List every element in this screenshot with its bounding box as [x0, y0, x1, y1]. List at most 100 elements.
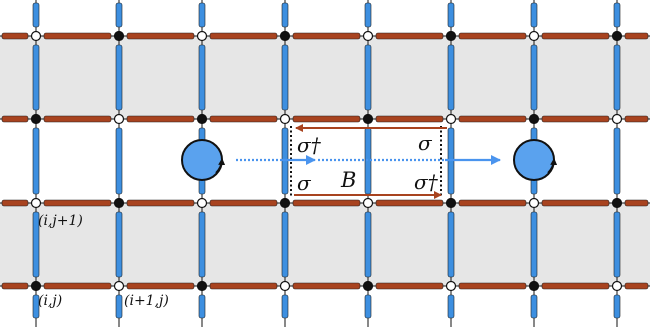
vertical-bond — [613, 2, 621, 28]
site-open — [196, 197, 208, 209]
site-open — [445, 113, 457, 125]
site-open — [611, 280, 623, 292]
vertical-bond — [530, 294, 538, 319]
vertical-bond — [115, 211, 123, 278]
horizontal-bond — [209, 282, 278, 290]
horizontal-bond — [375, 32, 444, 40]
horizontal-bond — [624, 282, 649, 290]
sigma-dagger-top-left: σ† — [297, 133, 322, 157]
horizontal-bond — [541, 115, 610, 123]
site-filled — [279, 197, 291, 209]
vertical-bond — [198, 211, 206, 278]
horizontal-bond — [1, 199, 29, 207]
vertical-bond — [447, 294, 455, 319]
circular-arrow-icon — [547, 158, 558, 174]
site-filled — [528, 113, 540, 125]
vertical-bond — [530, 2, 538, 28]
site-open — [611, 113, 623, 125]
horizontal-bond — [624, 32, 649, 40]
vertical-bonds — [32, 2, 621, 319]
horizontal-bond — [1, 32, 29, 40]
horizontal-bond — [458, 282, 527, 290]
horizontal-bond — [375, 282, 444, 290]
vertical-bond — [198, 2, 206, 28]
site-filled — [196, 113, 208, 125]
site-open — [528, 197, 540, 209]
b-field-label: B — [340, 168, 356, 192]
vertical-bond — [613, 294, 621, 319]
horizontal-bond — [209, 115, 278, 123]
site-open — [113, 113, 125, 125]
left-vortex — [181, 139, 226, 181]
horizontal-bond — [126, 32, 195, 40]
horizontal-bond — [375, 115, 444, 123]
vertical-bond — [364, 294, 372, 319]
horizontal-bond — [43, 199, 112, 207]
shaded-band-top — [0, 36, 650, 119]
site-filled — [528, 280, 540, 292]
horizontal-bond — [541, 32, 610, 40]
vertical-bond — [364, 211, 372, 278]
vertical-bond — [115, 127, 123, 195]
site-filled — [113, 30, 125, 42]
vertical-bond — [198, 44, 206, 111]
vertical-bond — [115, 2, 123, 28]
vertical-bond — [281, 2, 289, 28]
horizontal-bond — [375, 199, 444, 207]
horizontal-bond — [458, 199, 527, 207]
right-vortex — [513, 139, 558, 181]
horizontal-bond — [292, 115, 361, 123]
vertical-bond — [115, 44, 123, 111]
site-open — [362, 197, 374, 209]
vertical-bond — [115, 294, 123, 319]
horizontal-bond — [43, 115, 112, 123]
site-filled — [445, 197, 457, 209]
horizontal-bond — [541, 282, 610, 290]
vertical-bond — [613, 211, 621, 278]
horizontal-bond — [292, 199, 361, 207]
horizontal-bond — [1, 115, 29, 123]
vertical-bond — [364, 2, 372, 28]
vertical-bond — [364, 44, 372, 111]
site-open — [279, 280, 291, 292]
sigma-top-right: σ — [418, 131, 433, 155]
circular-arrow-icon — [215, 158, 226, 174]
horizontal-bond — [43, 282, 112, 290]
site-filled — [362, 280, 374, 292]
site-open — [30, 30, 42, 42]
site-filled — [30, 113, 42, 125]
vertical-bond — [32, 211, 40, 278]
vertical-bond — [32, 44, 40, 111]
site-open — [30, 197, 42, 209]
site-open — [113, 280, 125, 292]
vertical-bond — [447, 44, 455, 111]
site-filled — [611, 30, 623, 42]
site-filled — [30, 280, 42, 292]
site-label-i-jplus1: (i,j+1) — [38, 213, 83, 229]
horizontal-bond — [209, 32, 278, 40]
horizontal-bonds — [1, 32, 649, 290]
vertical-bond — [32, 294, 40, 319]
site-filled — [279, 30, 291, 42]
site-open — [445, 280, 457, 292]
horizontal-bond — [458, 115, 527, 123]
site-open — [279, 113, 291, 125]
horizontal-bond — [209, 199, 278, 207]
vertical-bond — [530, 44, 538, 111]
site-open — [196, 30, 208, 42]
site-open — [362, 30, 374, 42]
vertical-bond — [198, 294, 206, 319]
horizontal-bond — [292, 32, 361, 40]
horizontal-bond — [1, 282, 29, 290]
vertical-bond — [447, 211, 455, 278]
vertical-bond — [530, 211, 538, 278]
vertical-bond — [447, 2, 455, 28]
horizontal-bond — [624, 199, 649, 207]
vertical-bond — [281, 294, 289, 319]
site-filled — [445, 30, 457, 42]
horizontal-bond — [541, 199, 610, 207]
horizontal-bond — [43, 32, 112, 40]
sigma-bottom-left: σ — [297, 171, 312, 195]
